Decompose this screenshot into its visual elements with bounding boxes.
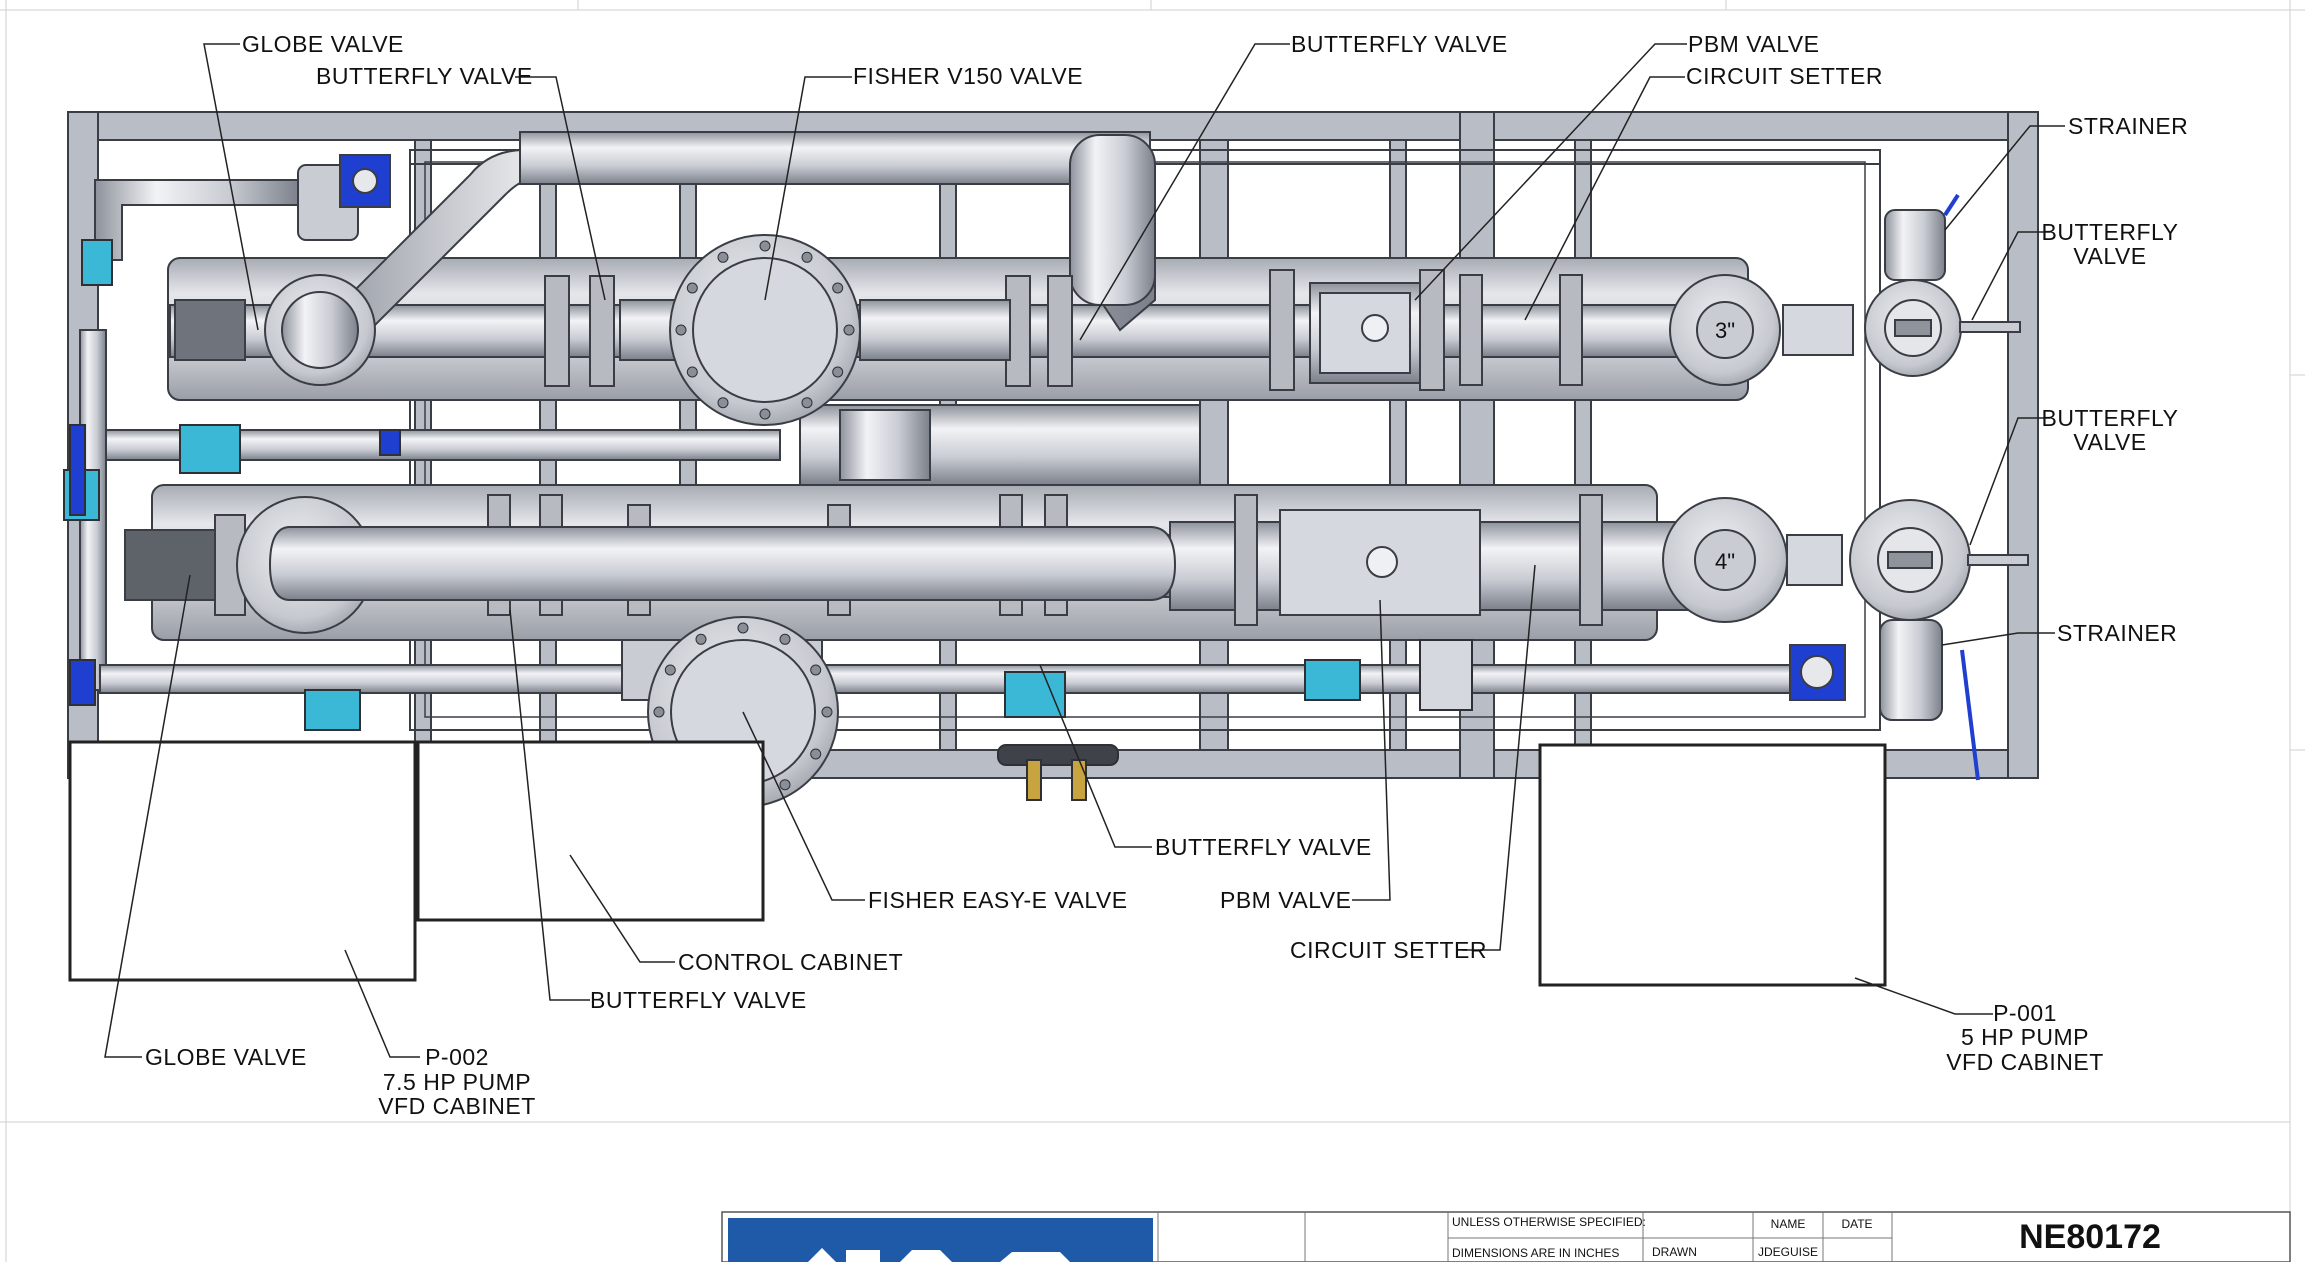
label-p002-line2: 7.5 HP PUMP [383,1069,531,1095]
control-cabinet [416,740,765,922]
globe-valve-lower-icon [124,496,1177,634]
flange-bolt [686,282,698,294]
flange-bolt [843,324,855,336]
p002-vfd-cabinet [68,740,417,982]
pipe-size-3in: 3" [1715,318,1735,343]
strainer-lower-icon [1879,619,1980,781]
pbm-valve-lower-icon [1279,509,1481,616]
right-blue-block-icon [1789,644,1846,701]
label-p001-line1: P-001 [1993,1000,2057,1026]
tb-drawn-name: JDEGUISE [1758,1245,1818,1259]
flange-bolt [832,366,844,378]
globe-valve-upper-icon [174,154,391,386]
flange-bolt [810,748,822,760]
tb-date-header: DATE [1841,1217,1872,1231]
tb-name-header: NAME [1771,1217,1806,1231]
p001-vfd-cabinet [1538,743,1887,987]
leader-lines [104,43,2065,1058]
label-strainer-top: STRAINER [2068,113,2188,139]
pbm-valve-upper-icon [1309,282,1421,384]
flange-bolt [810,664,822,676]
label-circuit-setter-bottom: CIRCUIT SETTER [1290,937,1487,963]
label-fisher-v150: FISHER V150 VALVE [853,63,1083,89]
label-butterfly-right-lower-1: BUTTERFLY [2042,405,2179,431]
callout-labels: GLOBE VALVE BUTTERFLY VALVE FISHER V150 … [145,31,2188,1119]
flange-bolt [664,664,676,676]
tb-drawing-number: NE80172 [2019,1218,2161,1256]
flange-bolt [821,706,833,718]
flange-bolt [686,366,698,378]
label-butterfly-valve-top-left: BUTTERFLY VALVE [316,63,533,89]
flange-bolt [801,397,813,409]
flange-bolt [779,779,791,791]
label-p002-line3: VFD CABINET [378,1093,536,1119]
label-globe-valve-bottom: GLOBE VALVE [145,1044,307,1070]
butterfly-valve-right-upper-icon [1864,279,2021,377]
flange-bolt [737,622,749,634]
tb-drawn-label: DRAWN [1652,1245,1697,1259]
flange-bolt [653,706,665,718]
title-block: UNLESS OTHERWISE SPECIFIED: DIMENSIONS A… [721,1211,2291,1262]
fisher-v150-valve-icon [619,234,1011,426]
label-pbm-valve-top: PBM VALVE [1688,31,1819,57]
flange-bolt [759,408,771,420]
label-butterfly-valve-bottom-center: BUTTERFLY VALVE [1155,834,1372,860]
fisher-v150-bolts [675,240,855,420]
tb-unless-specified: UNLESS OTHERWISE SPECIFIED: [1452,1215,1646,1229]
flange-bolt [832,282,844,294]
butterfly-valve-right-lower-icon [1849,499,2029,621]
blue-actuators [69,424,401,706]
label-p001-line3: VFD CABINET [1946,1049,2104,1075]
pipe-end-3in-icon [1669,274,1854,386]
logo-mark [808,1248,1070,1262]
upper-flanges [544,269,1583,391]
label-fisher-easy-e: FISHER EASY-E VALVE [868,887,1128,913]
label-butterfly-valve-top-center: BUTTERFLY VALVE [1291,31,1508,57]
flange-bolt [717,251,729,263]
tb-dimensions: DIMENSIONS ARE IN INCHES [1452,1246,1619,1260]
label-pbm-valve-bottom: PBM VALVE [1220,887,1351,913]
pump-motor [799,404,1201,486]
label-butterfly-right-lower-2: VALVE [2073,429,2146,455]
pipe-size-4in: 4" [1715,549,1735,574]
label-p002-line1: P-002 [425,1044,489,1070]
flange-bolt [717,397,729,409]
flange-bolt [759,240,771,252]
flange-bolt [675,324,687,336]
strainer-upper-icon [1884,193,1960,281]
pipe-end-4in-icon [1662,497,1843,623]
flange-bolt [801,251,813,263]
label-circuit-setter-top: CIRCUIT SETTER [1686,63,1883,89]
label-strainer-bottom: STRAINER [2057,620,2177,646]
flange-bolt [695,633,707,645]
top-loop-pipe [298,131,1156,362]
label-control-cabinet: CONTROL CABINET [678,949,903,975]
label-p001-line2: 5 HP PUMP [1961,1024,2089,1050]
label-butterfly-right-upper-1: BUTTERFLY [2042,219,2179,245]
label-butterfly-right-upper-2: VALVE [2073,243,2146,269]
label-butterfly-valve-bottom-left: BUTTERFLY VALVE [590,987,807,1013]
flange-bolt [779,633,791,645]
label-globe-valve-top: GLOBE VALVE [242,31,404,57]
